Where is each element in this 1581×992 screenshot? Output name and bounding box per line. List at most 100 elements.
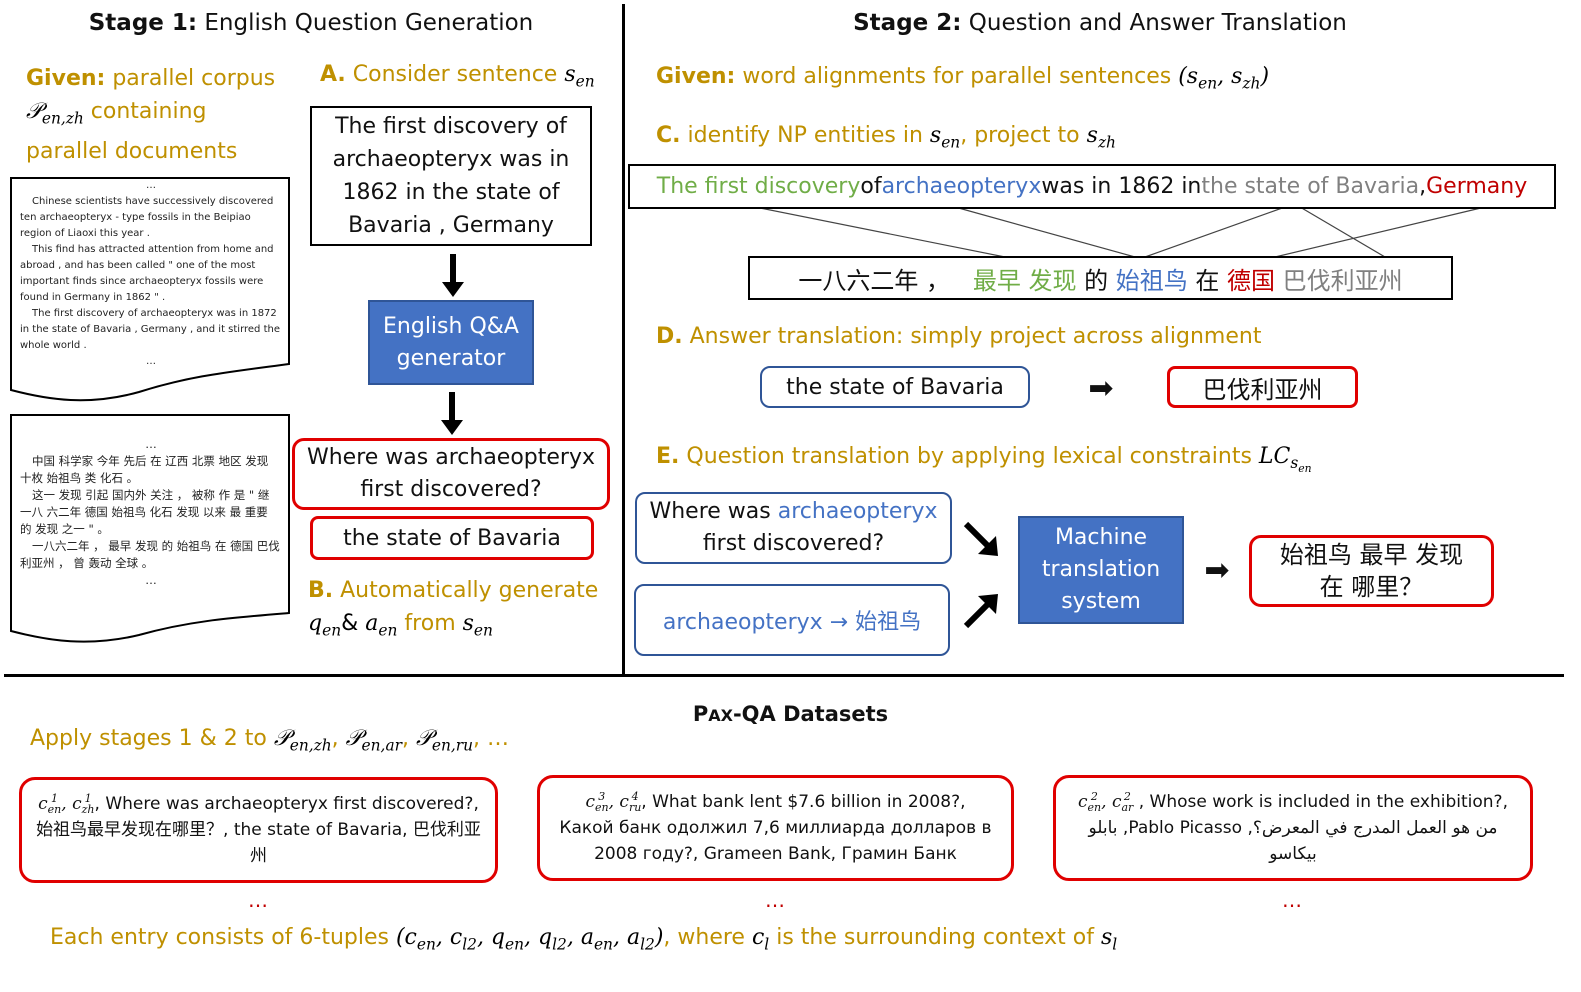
- tuple2-c2-sup: 4: [631, 790, 639, 803]
- horizontal-divider: [4, 674, 1564, 677]
- alignment-lines: [754, 206, 1486, 258]
- chinese-document-shape: [10, 414, 290, 643]
- tuple1-dots: …: [248, 888, 268, 912]
- answer-arrow-icon: ➡: [1088, 370, 1114, 406]
- tuple3-c1-sub: en: [1087, 801, 1102, 814]
- step-c-s1: s: [929, 123, 942, 148]
- english-sentence-aligned: The first discovery of archaeopteryx was…: [628, 164, 1556, 209]
- corpus-symbol: 𝒫: [26, 99, 42, 124]
- tuple1-c1-sup: 1: [50, 792, 58, 805]
- corpus-symbol-sub: en,zh: [41, 109, 84, 128]
- step-d-label: D.: [656, 324, 683, 349]
- apply-stages: Apply stages 1 & 2 to 𝒫en,zh, 𝒫en,ar, 𝒫e…: [30, 726, 509, 754]
- doc-en-paragraph-2: This find has attracted attention from h…: [20, 244, 274, 303]
- doc-zh-paragraph-3: 一八六二年 ， 最早 发现 的 始祖鸟 在 德国 巴伐利亚州 ， 曾 轰动 全球…: [20, 539, 280, 570]
- arrow-to-mt-from-constraint: [963, 594, 998, 629]
- lexical-constraint: archaeopteryx → 始祖鸟: [662, 610, 922, 635]
- tuple2-c1-sub: en: [594, 801, 609, 814]
- translated-question: 始祖鸟 最早 发现 在 哪里？: [1279, 541, 1464, 601]
- step-a-symbol: s: [564, 62, 576, 87]
- source-sentence: The first discovery of archaeopteryx was…: [332, 114, 570, 238]
- doc-en-dots-top: …: [146, 180, 156, 191]
- translated-question-box: 始祖鸟 最早 发现 在 哪里？: [1249, 535, 1494, 607]
- answer-zh-box: 巴伐利亚州: [1167, 366, 1358, 408]
- zh-seg-1862: 一八六二年 ，: [798, 266, 950, 295]
- step-e-heading: E. Question translation by applying lexi…: [656, 444, 1312, 475]
- machine-translation-system: Machine translation system: [1018, 516, 1184, 624]
- apply-sep1: ,: [331, 726, 346, 751]
- tuple2-text-2: Какой банк одолжил 7,6 миллиарда долларо…: [559, 818, 992, 864]
- step-a-heading: A. Consider sentence sen: [320, 62, 595, 90]
- question-en-box: Where was archaeopteryx first discovered…: [635, 492, 952, 564]
- step-b-s-sub: en: [473, 621, 493, 640]
- footer-text-2: , where: [663, 925, 752, 950]
- step-b-amp: &: [341, 611, 366, 636]
- apply-sep2: ,: [401, 726, 416, 751]
- footer-math-open: (c: [395, 925, 417, 950]
- question-en-part1: Where was: [649, 499, 778, 524]
- zh-seg-zai: 在: [1187, 266, 1228, 295]
- stage1-given: Given: parallel corpus 𝒫en,zh containing…: [26, 62, 296, 168]
- step-c-mid: , project to: [960, 123, 1087, 148]
- generated-answer-box: the state of Bavaria: [310, 516, 594, 560]
- doc-zh-dots-top: …: [145, 437, 157, 451]
- stage1-given-text-2: containing: [83, 99, 207, 124]
- step-b-from: from: [397, 611, 463, 636]
- generated-question-box: Where was archaeopteryx first discovered…: [292, 438, 610, 510]
- stage2-given-close: ): [1260, 64, 1270, 89]
- vertical-divider: [622, 4, 625, 676]
- en-seg-bavaria: the state of Bavaria: [1201, 174, 1420, 199]
- step-a-label: A.: [320, 62, 346, 87]
- stage2-given: Given: word alignments for parallel sent…: [656, 64, 1269, 92]
- step-d-text: Answer translation: simply project acros…: [682, 324, 1262, 349]
- generated-question: Where was archaeopteryx first discovered…: [306, 445, 596, 502]
- stage1-title-bold: Stage 1:: [88, 10, 198, 36]
- step-b-label: B.: [308, 578, 334, 603]
- question-en-part3: first discovered?: [702, 531, 885, 556]
- step-b-q-sub: en: [322, 621, 342, 640]
- tuple1-c2-sub: zh: [81, 803, 95, 816]
- en-seg-comma: ,: [1419, 174, 1427, 199]
- tuple2-c1-sup: 3: [598, 790, 606, 803]
- apply-sub1: en,zh: [289, 736, 332, 755]
- doc-zh-dots-bottom: …: [145, 573, 157, 587]
- datasets-title: PAX-QA Datasets: [0, 702, 1581, 726]
- stage1-given-label: Given:: [26, 66, 106, 91]
- mt-output-arrow-icon: ➡: [1204, 552, 1230, 588]
- step-b-s: s: [462, 611, 474, 636]
- arrow-to-mt-from-question: [963, 521, 998, 556]
- step-e-lc-sub: s: [1290, 454, 1299, 473]
- doc-zh-paragraph-2: 这一 发现 引起 国内外 关注 ， 被称 作 是 " 继 一八 六二年 德国 始…: [20, 488, 270, 536]
- step-b-text: Automatically generate: [333, 578, 599, 603]
- doc-zh-paragraph-1: 中国 科学家 今年 先后 在 辽西 北票 地区 发现 十枚 始祖鸟 类 化石 。: [20, 454, 269, 485]
- step-b-heading: B. Automatically generate qen& aen from …: [308, 574, 598, 647]
- arrow-down-2: [441, 392, 463, 435]
- stage2-title-rest: Question and Answer Translation: [961, 10, 1347, 36]
- lexical-constraint-box: archaeopteryx → 始祖鸟: [634, 584, 950, 656]
- tuple3-c1-sup: 2: [1090, 790, 1098, 803]
- footer-text-3: is the surrounding context of: [769, 925, 1101, 950]
- datasets-title-ax: AX: [708, 706, 733, 725]
- step-c-s1-sub: en: [941, 133, 961, 152]
- zh-seg-bavaria: 巴伐利亚州: [1275, 266, 1403, 295]
- stage2-given-sub2: zh: [1242, 74, 1261, 93]
- footer-text-1: Each entry consists of 6-tuples: [50, 925, 396, 950]
- generator-label: English Q&A generator: [383, 313, 519, 371]
- zh-seg-de: 的: [1076, 266, 1116, 295]
- tuple3-c2-sub: ar: [1121, 801, 1134, 814]
- stage2-given-label: Given:: [656, 64, 736, 89]
- stage2-given-comma: , s: [1217, 64, 1243, 89]
- tuple3-text-1: , Whose work is included in the exhibiti…: [1133, 792, 1508, 812]
- en-seg-first-discovery: The first discovery: [656, 174, 861, 199]
- tuple1-text: , Where was archaeopteryx first discover…: [36, 794, 481, 866]
- step-e-lc-subsub: en: [1298, 462, 1312, 476]
- apply-tail: , …: [473, 726, 510, 751]
- stage2-given-math-open: (s: [1178, 64, 1199, 89]
- apply-p2: 𝒫: [345, 726, 362, 751]
- generated-answer: the state of Bavaria: [343, 525, 561, 551]
- datasets-title-p: P: [692, 702, 709, 726]
- step-c-s2-sub: zh: [1097, 133, 1116, 152]
